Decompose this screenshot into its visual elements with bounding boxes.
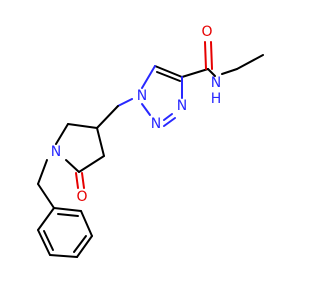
bond-lactam-double-1 [75, 172, 79, 189]
atom-labels: O N H N N N N O [51, 24, 222, 205]
bond-carbonyl-c-c4 [181, 68, 209, 78]
atom-label-triazole-n2: N [151, 116, 161, 132]
molecule-structure-diagram: O N H N N N N O [37, 24, 264, 258]
bond-pyr-c3-n [55, 123, 69, 145]
bond-benzene-inner-1 [57, 213, 79, 217]
bond-ethyl-ch2-ch3 [236, 54, 264, 70]
bond-benzene-inner-3 [43, 230, 54, 251]
atom-label-amide-nitrogen: N [211, 75, 221, 91]
bond-benzene-2 [80, 210, 93, 237]
bonds [37, 41, 264, 258]
atom-label-amide-oxygen: O [201, 24, 212, 40]
bond-triazole-n1-n2 [141, 103, 151, 116]
bond-triazole-n2-n3 [163, 113, 173, 121]
bond-lactam-double-2 [81, 172, 85, 189]
bond-benzyl-ch2-ring [37, 183, 55, 209]
bond-amide-c-n [207, 68, 216, 77]
bond-n-benzyl-ch2 [37, 159, 48, 185]
bond-benzene-6 [37, 207, 55, 231]
bond-ethyl-n-ch2 [221, 68, 238, 75]
bond-n1-ch2 [117, 98, 133, 107]
bond-triazole-c5-n1 [141, 65, 156, 89]
bond-pyr-c3b-c4 [96, 127, 105, 157]
bond-triazole-n2-n3-inner [163, 117, 176, 127]
bond-pyr-c2-c3b [78, 155, 105, 173]
bond-pyr-n-c2 [65, 159, 80, 173]
bond-pyr-c4-c3 [67, 123, 98, 129]
bond-triazole-c4-c5 [154, 65, 183, 78]
bond-benzene-5 [37, 229, 51, 256]
bond-benzene-1 [53, 207, 82, 212]
bond-benzene-inner-2 [73, 235, 87, 253]
atom-label-pyrrolidinone-nitrogen: N [51, 144, 61, 160]
bond-carbonyl-double-1 [204, 41, 207, 70]
atom-label-triazole-n1: N [137, 88, 147, 104]
bond-ch2-c4pyr [96, 105, 119, 129]
atom-label-amide-hydrogen: H [211, 91, 222, 107]
atom-label-triazole-n3: N [177, 98, 187, 114]
bond-triazole-c4-c5-inner [156, 71, 181, 82]
bond-benzene-3 [76, 235, 93, 258]
bond-benzene-4 [49, 254, 78, 258]
atom-label-lactam-oxygen: O [76, 189, 87, 205]
bond-carbonyl-double-2 [210, 41, 213, 70]
